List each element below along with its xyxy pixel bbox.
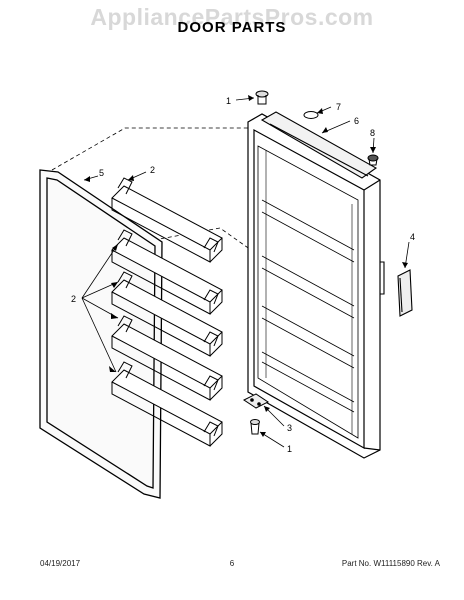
door-shelf (111, 271, 223, 357)
assembly-dashed-lines (51, 127, 325, 263)
callout-1-top: 1 (226, 96, 231, 106)
hinge-cap (303, 111, 319, 119)
callout-6: 6 (354, 116, 359, 126)
bottom-hinge-pin (250, 419, 260, 435)
door-panel (247, 113, 381, 459)
watermark: AppliancePartsPros.com (90, 4, 374, 30)
top-hinge-pin (255, 90, 269, 105)
callout-numbers: 1 7 6 8 5 2 4 2 3 1 (71, 96, 415, 454)
bottom-hinge-bracket (243, 393, 269, 409)
door-shelf (111, 229, 223, 315)
arrowheads (84, 95, 408, 437)
callout-8: 8 (370, 128, 375, 138)
door-handle (380, 261, 413, 317)
door-shelf (111, 361, 223, 447)
footer-part-number: Part No. W11115890 Rev. A (341, 559, 440, 568)
door-top-trim (260, 111, 378, 179)
door-shelf (111, 315, 223, 401)
callout-2-left: 2 (71, 294, 76, 304)
callout-4: 4 (410, 232, 415, 242)
callout-5: 5 (99, 168, 104, 178)
footer-date: 04/19/2017 (40, 559, 81, 568)
callout-2-top: 2 (150, 165, 155, 175)
diagram-title: DOOR PARTS (177, 19, 287, 36)
footer-page-number: 6 (229, 559, 235, 568)
callout-7: 7 (336, 102, 341, 112)
plug-button (367, 154, 379, 166)
callout-1-bottom: 1 (287, 444, 292, 454)
callout-3: 3 (287, 423, 292, 433)
